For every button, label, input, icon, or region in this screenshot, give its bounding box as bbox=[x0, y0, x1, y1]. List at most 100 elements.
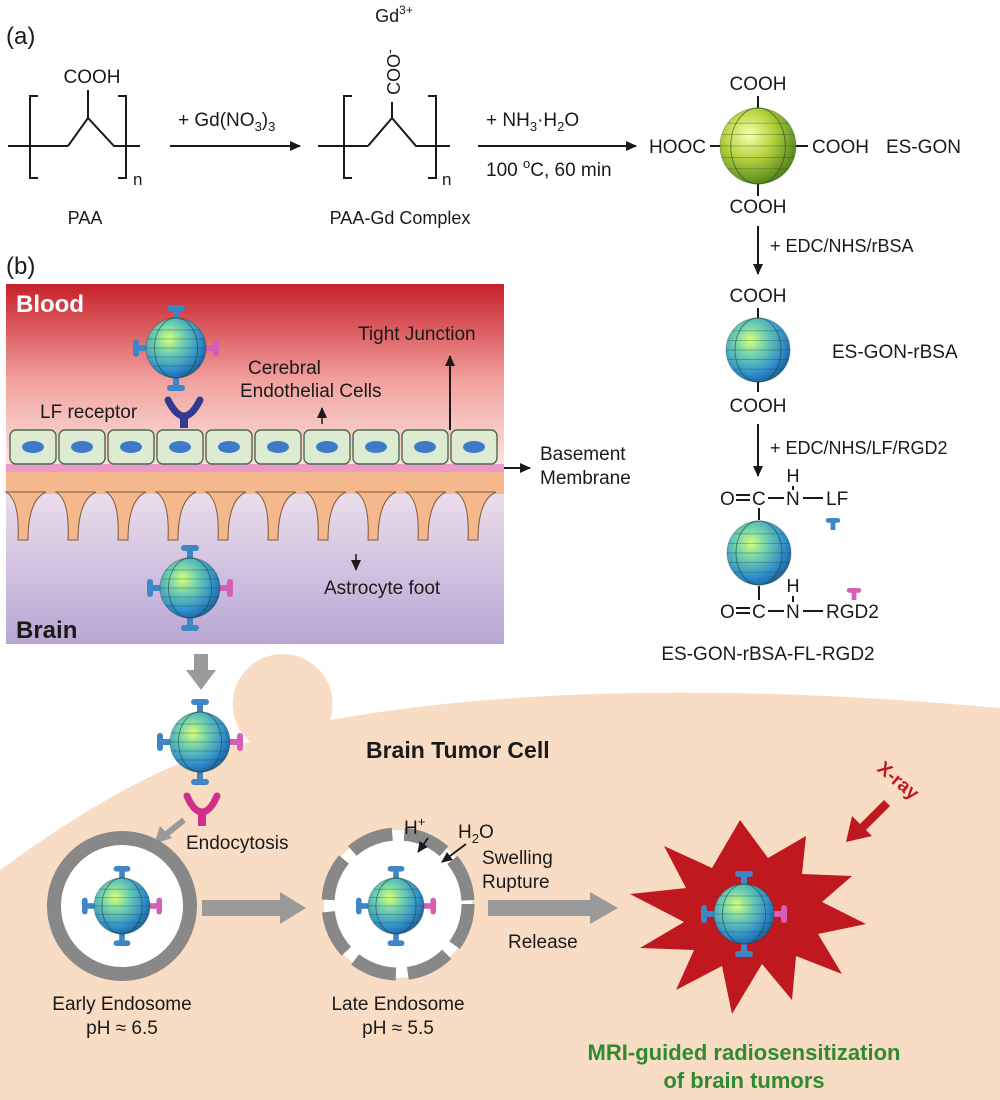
bbb-box bbox=[4, 284, 504, 644]
lf-icon bbox=[157, 733, 172, 751]
water-arrow bbox=[441, 843, 467, 863]
final-o1: O bbox=[720, 489, 735, 510]
lf-icon bbox=[825, 518, 841, 530]
final-lf: LF bbox=[826, 489, 848, 510]
astrocyte-label: Astrocyte foot bbox=[324, 578, 441, 599]
astrocyte-foot bbox=[54, 491, 97, 541]
endocytosis-arrow-head bbox=[154, 826, 172, 844]
final-c1: C bbox=[752, 489, 766, 510]
cell-nucleus bbox=[365, 441, 387, 453]
cell-nucleus bbox=[218, 441, 240, 453]
endocytosis-arrow-shaft bbox=[162, 817, 186, 839]
rgd2-icon bbox=[422, 897, 437, 915]
lf-icon bbox=[81, 897, 96, 915]
step2-condition: 100 oC, 60 min bbox=[486, 156, 612, 181]
nanoparticle-core bbox=[170, 712, 230, 772]
es-gon-bonds bbox=[710, 96, 808, 196]
lf-icon bbox=[191, 699, 209, 714]
endothelial-cells bbox=[9, 429, 498, 465]
rgd2-icon bbox=[148, 897, 163, 915]
cell-nucleus bbox=[267, 441, 289, 453]
astrocyte-foot bbox=[204, 491, 247, 541]
lf-icon bbox=[701, 905, 716, 923]
complex-gd: Gd3+ bbox=[375, 3, 413, 26]
final-bonds-1 bbox=[736, 486, 823, 520]
tumor-cell-label: Brain Tumor Cell bbox=[366, 737, 550, 763]
paa-gd-structure bbox=[318, 95, 450, 179]
nanoparticle-core bbox=[727, 521, 791, 585]
late-endosome-membrane bbox=[321, 827, 475, 981]
nanoparticle-core bbox=[160, 558, 220, 618]
final-rgd2: RGD2 bbox=[826, 602, 879, 623]
swelling-label: Swelling bbox=[482, 848, 553, 869]
astrocyte-feet bbox=[4, 472, 504, 541]
nanoparticle-grid bbox=[367, 877, 425, 935]
endocytosis-nanoparticle bbox=[157, 699, 243, 785]
tight-junction-label: Tight Junction bbox=[358, 324, 476, 345]
paa-name: PAA bbox=[68, 208, 103, 228]
step1-reagent: + Gd(NO3)3 bbox=[178, 110, 275, 134]
lf-icon bbox=[167, 305, 185, 320]
astrocyte-foot bbox=[104, 491, 147, 541]
rgd2-icon bbox=[228, 733, 243, 751]
down-arrow-icon bbox=[186, 654, 216, 690]
basement-label-1: Basement bbox=[540, 444, 626, 465]
endothelial-label-2: Endothelial Cells bbox=[240, 381, 382, 402]
nanoparticle-grid bbox=[725, 317, 791, 383]
rgd2-icon bbox=[772, 905, 787, 923]
lf-icon bbox=[181, 616, 199, 631]
rbsa-top: COOH bbox=[730, 286, 787, 307]
complex-coo: COO- bbox=[381, 49, 404, 95]
step3-reagent: + EDC/NHS/rBSA bbox=[770, 236, 914, 256]
cell-nucleus bbox=[22, 441, 44, 453]
early-endosome-label: Early Endosome bbox=[52, 994, 191, 1015]
astrocyte-foot bbox=[304, 491, 347, 541]
nanoparticle-grid bbox=[169, 711, 231, 773]
es-gon-right: COOH bbox=[812, 137, 869, 158]
release-label: Release bbox=[508, 932, 578, 953]
endocytosis-label: Endocytosis bbox=[186, 833, 288, 854]
lf-icon bbox=[181, 545, 199, 560]
cell-nucleus bbox=[463, 441, 485, 453]
rgd2-icon bbox=[204, 339, 219, 357]
nanoparticle-core bbox=[94, 878, 150, 934]
arrow-early-to-late bbox=[202, 892, 306, 924]
final-particle bbox=[726, 520, 792, 586]
nanoparticle-core bbox=[714, 884, 774, 944]
cell-nucleus bbox=[169, 441, 191, 453]
lf-icon bbox=[133, 339, 148, 357]
complex-name: PAA-Gd Complex bbox=[330, 208, 471, 228]
nanoparticle-grid bbox=[93, 877, 151, 935]
lf-icon bbox=[113, 866, 131, 880]
final-h1: H bbox=[787, 466, 800, 486]
rgd2-icon bbox=[218, 579, 233, 597]
es-gon-bottom: COOH bbox=[730, 197, 787, 218]
step2-reagent: + NH3·H2O bbox=[486, 110, 579, 134]
nanoparticle-core bbox=[368, 878, 424, 934]
mri-label-2: of brain tumors bbox=[663, 1068, 824, 1093]
lf-icon bbox=[113, 932, 131, 946]
tumor-cell-body bbox=[0, 654, 1000, 1100]
late-endosome-label: Late Endosome bbox=[331, 994, 464, 1015]
released-nanoparticle bbox=[701, 871, 787, 957]
cell-nucleus bbox=[414, 441, 436, 453]
mri-label-1: MRI-guided radiosensitization bbox=[588, 1040, 901, 1065]
lf-receptor-stem bbox=[180, 414, 188, 428]
brain-nanoparticle bbox=[147, 545, 233, 631]
late-endosome-ph: pH ≈ 5.5 bbox=[362, 1018, 434, 1039]
basement-label-2: Membrane bbox=[540, 468, 631, 489]
panel-b-label: (b) bbox=[6, 253, 35, 280]
rgd2-icon bbox=[846, 588, 862, 600]
paa-cooh: COOH bbox=[64, 67, 121, 88]
lf-icon bbox=[355, 897, 370, 915]
brain-label: Brain bbox=[16, 617, 77, 644]
cell-nucleus bbox=[120, 441, 142, 453]
release-arrow bbox=[488, 892, 618, 924]
lf-icon bbox=[387, 866, 405, 880]
step4-reagent: + EDC/NHS/LF/RGD2 bbox=[770, 438, 948, 458]
tumor-receptor-stem bbox=[198, 810, 206, 826]
early-endosome-nanoparticle bbox=[81, 866, 163, 946]
es-gon-top: COOH bbox=[730, 74, 787, 95]
lf-icon bbox=[167, 376, 185, 391]
